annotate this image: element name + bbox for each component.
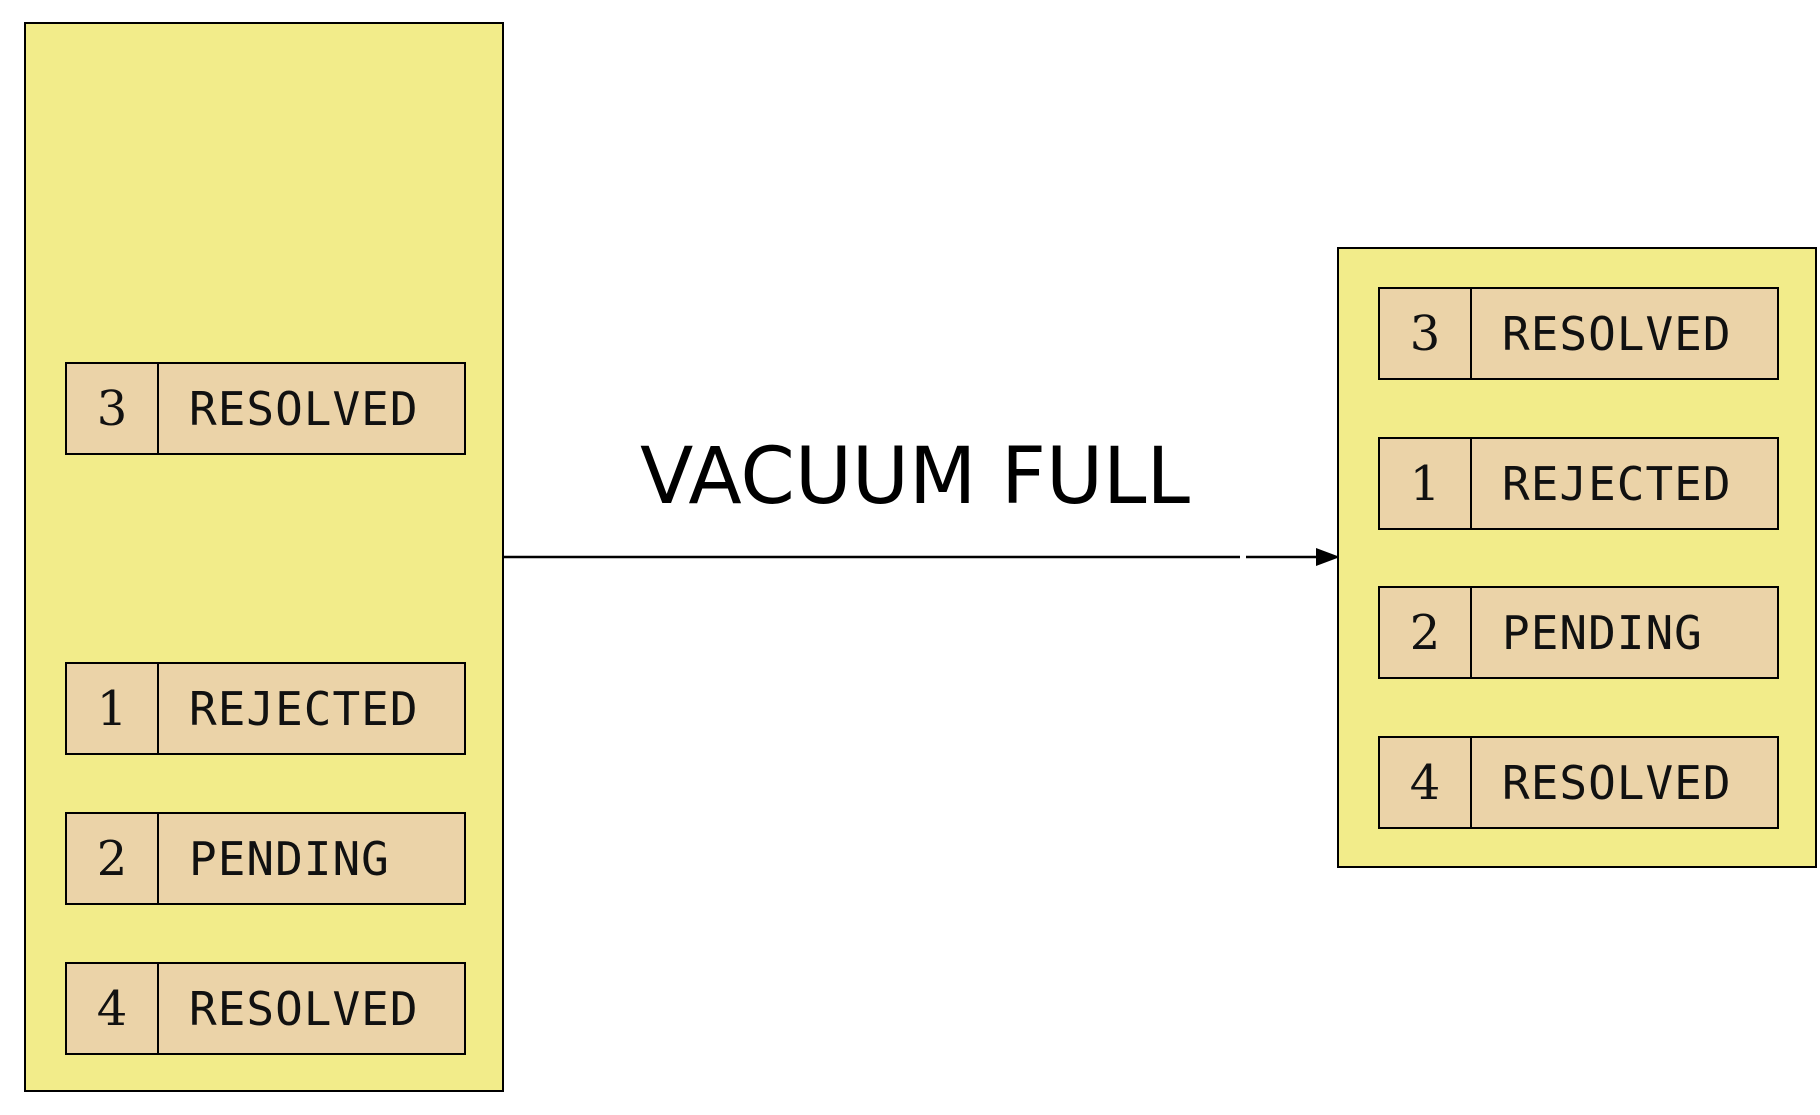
after-table: 3 RESOLVED 1 REJECTED 2 PENDING 4 RESOLV…	[1337, 247, 1817, 868]
row-status: RESOLVED	[1502, 755, 1732, 810]
table-row: 4 RESOLVED	[1378, 736, 1779, 829]
row-id: 2	[67, 814, 159, 903]
row-status: REJECTED	[189, 681, 419, 736]
table-row: 3 RESOLVED	[65, 362, 466, 455]
row-id: 4	[1380, 738, 1472, 827]
row-status: RESOLVED	[189, 381, 419, 436]
table-row: 4 RESOLVED	[65, 962, 466, 1055]
row-status: RESOLVED	[189, 981, 419, 1036]
table-row: 3 RESOLVED	[1378, 287, 1779, 380]
row-status: PENDING	[189, 831, 390, 886]
table-row: 1 REJECTED	[1378, 437, 1779, 530]
row-id: 4	[67, 964, 159, 1053]
arrow-head	[1316, 548, 1340, 566]
operation-label: VACUUM FULL	[640, 432, 1190, 522]
row-id: 3	[1380, 289, 1472, 378]
row-id: 3	[67, 364, 159, 453]
row-status: RESOLVED	[1502, 306, 1732, 361]
row-status: REJECTED	[1502, 456, 1732, 511]
table-row: 1 REJECTED	[65, 662, 466, 755]
table-row: 2 PENDING	[65, 812, 466, 905]
row-status: PENDING	[1502, 605, 1703, 660]
row-id: 1	[1380, 439, 1472, 528]
row-id: 2	[1380, 588, 1472, 677]
before-table: 3 RESOLVED 1 REJECTED 2 PENDING 4 RESOLV…	[24, 22, 504, 1092]
row-id: 1	[67, 664, 159, 753]
table-row: 2 PENDING	[1378, 586, 1779, 679]
